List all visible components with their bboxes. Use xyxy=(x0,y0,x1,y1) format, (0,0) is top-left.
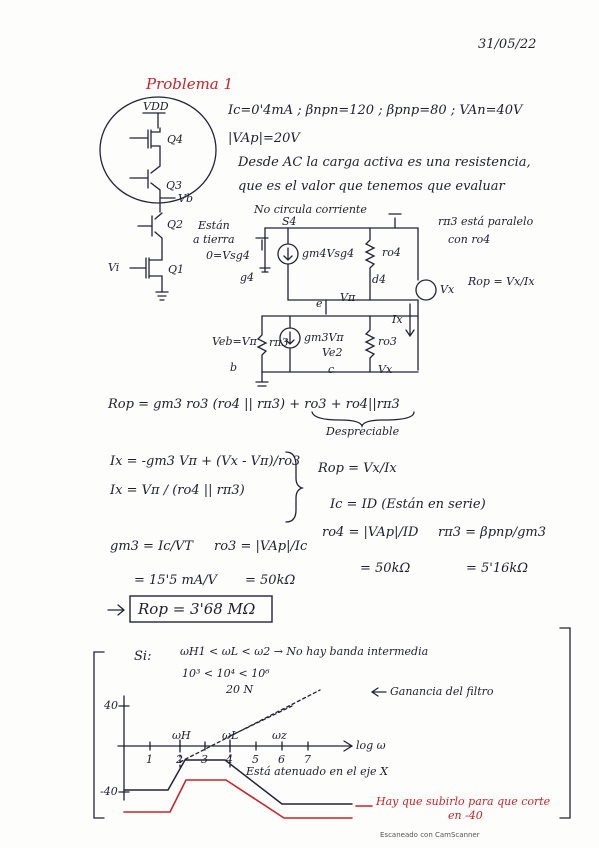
label-gm3vpi: gm3Vπ xyxy=(304,331,344,344)
transistor-q2 xyxy=(137,199,163,253)
label-s4: S4 xyxy=(282,215,297,228)
label-rpi3-parallel-2: con ro4 xyxy=(448,233,491,246)
bode-tick-7: 7 xyxy=(304,753,311,766)
label-vpi: Vπ xyxy=(340,291,356,304)
bode-tick-2: 2 xyxy=(176,753,183,766)
bode-condition-1: ωH1 < ωL < ω2 → No hay banda intermedia xyxy=(180,645,429,658)
label-c: c xyxy=(328,363,335,376)
problem-title: Problema 1 xyxy=(146,75,234,93)
label-q2: Q2 xyxy=(167,218,184,231)
bode-red-note-2: en -40 xyxy=(448,809,483,822)
label-g4: g4 xyxy=(240,271,255,284)
label-e: e xyxy=(316,297,323,310)
label-vx: Vx xyxy=(378,363,393,376)
eq-rop-main: Rop = gm3 ro3 (ro4 || rπ3) + ro3 + ro4||… xyxy=(108,397,400,412)
scanner-footer: Escaneado con CamScanner xyxy=(380,831,480,839)
transistor-q3 xyxy=(129,157,161,201)
label-no-current: No circula corriente xyxy=(254,203,367,216)
label-ro4: ro4 xyxy=(382,246,401,259)
label-vsg4: 0=Vsg4 xyxy=(206,249,250,262)
eq-ro4: ro4 = |VAp|/ID xyxy=(322,525,419,540)
bode-tick-1: 1 xyxy=(146,753,153,766)
eq-negligible: Despreciable xyxy=(326,425,400,438)
label-veb: Veb=Vπ xyxy=(212,335,257,348)
eq-rpi3: rπ3 = βpnp/gm3 xyxy=(438,525,547,540)
shifted-response-curve xyxy=(123,779,353,819)
eq-gm3: gm3 = Ic/VT xyxy=(110,539,193,554)
eq-ro4-value: = 50kΩ xyxy=(360,561,411,576)
eq-rop-ratio: Rop = Vx/Ix xyxy=(318,461,397,476)
bode-wh: ωH xyxy=(172,729,191,742)
bode-wz: ωz xyxy=(272,729,287,742)
label-q4: Q4 xyxy=(167,133,184,146)
transistor-q4 xyxy=(129,127,161,159)
label-q1: Q1 xyxy=(168,263,185,276)
eq-gm3-value: = 15'5 mA/V xyxy=(134,573,218,588)
bode-shift-note: Está atenuado en el eje X xyxy=(246,765,388,778)
label-ix: Ix xyxy=(392,313,403,326)
bode-x-label: log ω xyxy=(356,739,386,752)
label-grounded-2: a tierra xyxy=(193,233,235,246)
bode-condition-2: 10³ < 10⁴ < 10⁶ xyxy=(182,667,270,680)
bode-twenty-n: 20 N xyxy=(226,683,254,696)
label-rop-def: Rop = Vx/Ix xyxy=(468,275,535,288)
label-grounded-1: Están xyxy=(198,219,230,232)
bode-red-note-1: Hay que subirlo para que corte xyxy=(376,795,551,808)
page-date: 31/05/22 xyxy=(478,37,537,52)
note-line-1: Desde AC la carga activa es una resisten… xyxy=(238,155,531,170)
label-b: b xyxy=(230,361,238,374)
label-vb: Vb xyxy=(178,192,193,205)
eq-ro3-value: = 50kΩ xyxy=(245,573,296,588)
label-gm4vsg4: gm4Vsg4 xyxy=(302,247,355,260)
note-line-2: que es el valor que tenemos que evaluar xyxy=(238,179,505,194)
label-vx-source: Vx xyxy=(440,283,455,296)
transistor-q1 xyxy=(129,251,163,293)
label-q3: Q3 xyxy=(166,179,183,192)
bode-filter-gain: Ganancia del filtro xyxy=(390,685,494,698)
bode-tick-4: 4 xyxy=(226,753,233,766)
eq-series-note: Ic = ID (Están en serie) xyxy=(330,497,486,512)
bode-wl: ωL xyxy=(222,729,239,742)
givens-line-1: Ic=0'4mA ; βnpn=120 ; βpnp=80 ; VAn=40V xyxy=(228,103,523,118)
label-d4: d4 xyxy=(372,273,387,286)
label-rpi3: rπ3 xyxy=(269,336,289,349)
givens-line-2: |VAp|=20V xyxy=(228,131,300,146)
label-vi: Vi xyxy=(108,261,120,274)
eq-ix-2: Ix = Vπ / (ro4 || rπ3) xyxy=(110,483,245,498)
eq-ix-1: Ix = -gm3 Vπ + (Vx - Vπ)/ro3 xyxy=(110,454,301,469)
eq-rpi3-value: = 5'16kΩ xyxy=(466,561,529,576)
eq-ro3: ro3 = |VAp|/Ic xyxy=(214,539,308,554)
bode-y-bottom: -40 xyxy=(100,785,118,798)
bode-tick-5: 5 xyxy=(252,753,259,766)
label-vdd: VDD xyxy=(143,100,169,113)
eq-result: Rop = 3'68 MΩ xyxy=(138,600,256,618)
bode-condition-label: Si: xyxy=(134,649,152,664)
bode-tick-6: 6 xyxy=(278,753,285,766)
highlight-circle xyxy=(99,96,217,204)
label-ve2: Ve2 xyxy=(322,346,343,359)
bode-tick-3: 3 xyxy=(201,753,208,766)
bode-y-top: 40 xyxy=(104,699,118,712)
label-rpi3-parallel-1: rπ3 está paralelo xyxy=(438,215,534,228)
label-ro3: ro3 xyxy=(378,335,397,348)
